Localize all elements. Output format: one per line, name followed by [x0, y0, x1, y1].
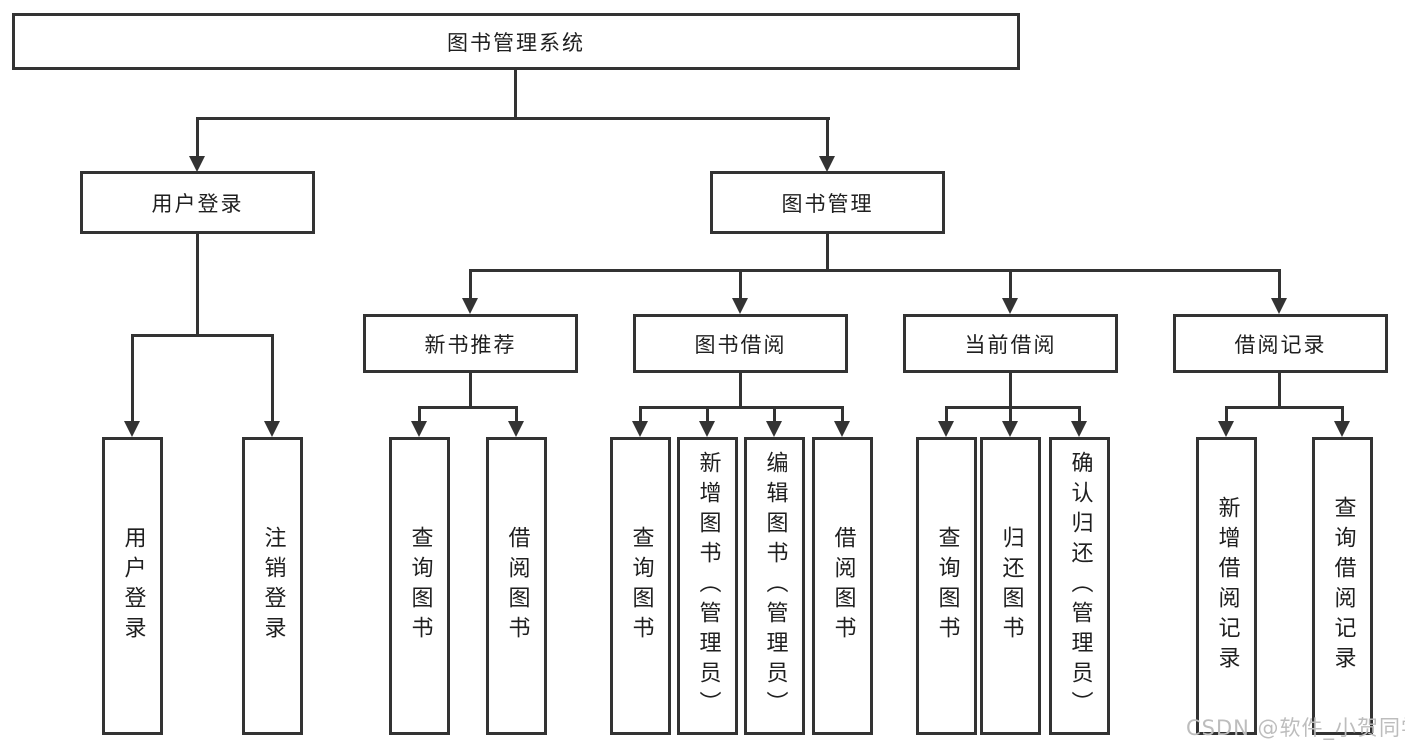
- leaf-query-books-recommend: 查询图书: [389, 437, 450, 735]
- connector-line: [1278, 372, 1281, 409]
- arrowhead-down-icon: [508, 421, 524, 437]
- leaf-query-books-current: 查询图书: [916, 437, 977, 735]
- connector-line: [773, 406, 776, 424]
- connector-line: [271, 334, 274, 424]
- leaf-borrow-books-recommend: 借阅图书: [486, 437, 547, 735]
- connector-line: [1341, 406, 1344, 424]
- connector-line: [1278, 269, 1281, 299]
- connector-line: [131, 334, 274, 337]
- connector-line: [945, 406, 1080, 409]
- connector-line: [739, 372, 742, 409]
- connector-line: [515, 406, 518, 424]
- node-label: 借阅记录: [1234, 332, 1327, 357]
- connector-line: [469, 269, 472, 299]
- leaf-return-books: 归还图书: [980, 437, 1041, 735]
- node-borrow-records: 借阅记录: [1173, 314, 1388, 373]
- connector-line: [639, 406, 843, 409]
- leaf-label: 注销登录: [260, 526, 286, 646]
- arrowhead-down-icon: [938, 421, 954, 437]
- node-new-book-recommend: 新书推荐: [363, 314, 578, 373]
- leaf-label: 用户登录: [120, 526, 146, 646]
- arrowhead-down-icon: [699, 421, 715, 437]
- connector-line: [826, 117, 829, 159]
- node-label: 图书借阅: [694, 332, 787, 357]
- leaf-query-books-borrow: 查询图书: [610, 437, 671, 735]
- node-book-borrow: 图书借阅: [633, 314, 848, 373]
- connector-line: [131, 334, 134, 424]
- arrowhead-down-icon: [1002, 421, 1018, 437]
- connector-line: [1225, 406, 1343, 409]
- connector-line: [514, 68, 517, 119]
- leaf-label: 归还图书: [998, 526, 1024, 646]
- leaf-label: 新增借阅记录: [1214, 496, 1240, 676]
- arrowhead-down-icon: [1218, 421, 1234, 437]
- connector-line: [945, 406, 948, 424]
- leaf-label: 编辑图书（管理员）: [762, 451, 788, 721]
- leaf-logout: 注销登录: [242, 437, 303, 735]
- leaf-user-login: 用户登录: [102, 437, 163, 735]
- arrowhead-down-icon: [411, 421, 427, 437]
- connector-line: [1078, 406, 1081, 424]
- connector-line: [1009, 269, 1012, 299]
- arrowhead-down-icon: [1002, 298, 1018, 314]
- leaf-label: 借阅图书: [830, 526, 856, 646]
- connector-line: [196, 117, 199, 159]
- node-label: 图书管理系统: [447, 30, 585, 55]
- leaf-add-books-admin: 新增图书（管理员）: [677, 437, 738, 735]
- node-label: 新书推荐: [424, 332, 517, 357]
- arrowhead-down-icon: [834, 421, 850, 437]
- node-user-login: 用户登录: [80, 171, 315, 234]
- arrowhead-down-icon: [632, 421, 648, 437]
- node-label: 用户登录: [151, 191, 244, 216]
- node-current-borrow: 当前借阅: [903, 314, 1118, 373]
- connector-line: [826, 233, 829, 272]
- arrowhead-down-icon: [264, 421, 280, 437]
- connector-line: [196, 117, 830, 120]
- leaf-label: 查询借阅记录: [1330, 496, 1356, 676]
- node-label: 当前借阅: [964, 332, 1057, 357]
- connector-line: [1009, 372, 1012, 409]
- connector-line: [706, 406, 709, 424]
- arrowhead-down-icon: [732, 298, 748, 314]
- arrowhead-down-icon: [1071, 421, 1087, 437]
- connector-line: [639, 406, 642, 424]
- arrowhead-down-icon: [1334, 421, 1350, 437]
- leaf-label: 查询图书: [628, 526, 654, 646]
- csdn-watermark: CSDN @软件_小贺同学: [1186, 716, 1405, 740]
- connector-line: [841, 406, 844, 424]
- connector-line: [418, 406, 421, 424]
- leaf-confirm-return-admin: 确认归还（管理员）: [1049, 437, 1110, 735]
- leaf-add-borrow-record: 新增借阅记录: [1196, 437, 1257, 735]
- leaf-edit-books-admin: 编辑图书（管理员）: [744, 437, 805, 735]
- node-book-management: 图书管理: [710, 171, 945, 234]
- connector-line: [1009, 406, 1012, 424]
- node-root-library-system: 图书管理系统: [12, 13, 1020, 70]
- leaf-label: 查询图书: [934, 526, 960, 646]
- connector-line: [1225, 406, 1228, 424]
- arrowhead-down-icon: [766, 421, 782, 437]
- connector-line: [418, 406, 518, 409]
- leaf-query-borrow-record: 查询借阅记录: [1312, 437, 1373, 735]
- arrowhead-down-icon: [124, 421, 140, 437]
- arrowhead-down-icon: [1271, 298, 1287, 314]
- node-label: 图书管理: [781, 191, 874, 216]
- arrowhead-down-icon: [462, 298, 478, 314]
- arrowhead-down-icon: [189, 156, 205, 172]
- arrowhead-down-icon: [819, 156, 835, 172]
- leaf-borrow-books: 借阅图书: [812, 437, 873, 735]
- leaf-label: 确认归还（管理员）: [1067, 451, 1093, 721]
- connector-line: [469, 372, 472, 409]
- leaf-label: 借阅图书: [504, 526, 530, 646]
- connector-line: [469, 269, 1281, 272]
- leaf-label: 查询图书: [407, 526, 433, 646]
- connector-line: [196, 233, 199, 336]
- connector-line: [739, 269, 742, 299]
- leaf-label: 新增图书（管理员）: [695, 451, 721, 721]
